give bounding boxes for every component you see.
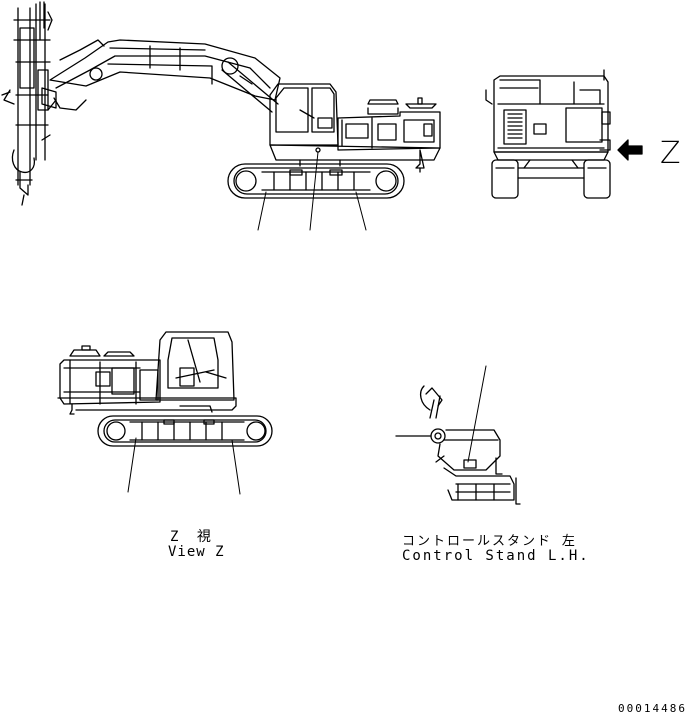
control-stand-lh (396, 366, 520, 504)
side-view-excavator (2, 2, 440, 230)
upper-structure (270, 98, 440, 172)
view-z-caption-en: View Z (168, 544, 225, 560)
control-stand-caption-en: Control Stand L.H. (402, 548, 590, 564)
boom-arm (42, 40, 280, 112)
operator-cab (270, 84, 338, 145)
side-view-leader-lines (258, 152, 366, 230)
drawing-number: 00014486 (618, 702, 687, 715)
rear-view-machine (486, 70, 610, 198)
crawler-track (228, 160, 404, 198)
drill-mast (2, 2, 56, 205)
control-stand-caption-jp: コントロールスタンド 左 (402, 534, 577, 549)
view-z-caption-jp: Z 視 (170, 529, 216, 545)
view-z-arrow-label: Z (660, 136, 682, 171)
view-z-arrow (618, 140, 642, 160)
view-z-machine (58, 332, 272, 494)
